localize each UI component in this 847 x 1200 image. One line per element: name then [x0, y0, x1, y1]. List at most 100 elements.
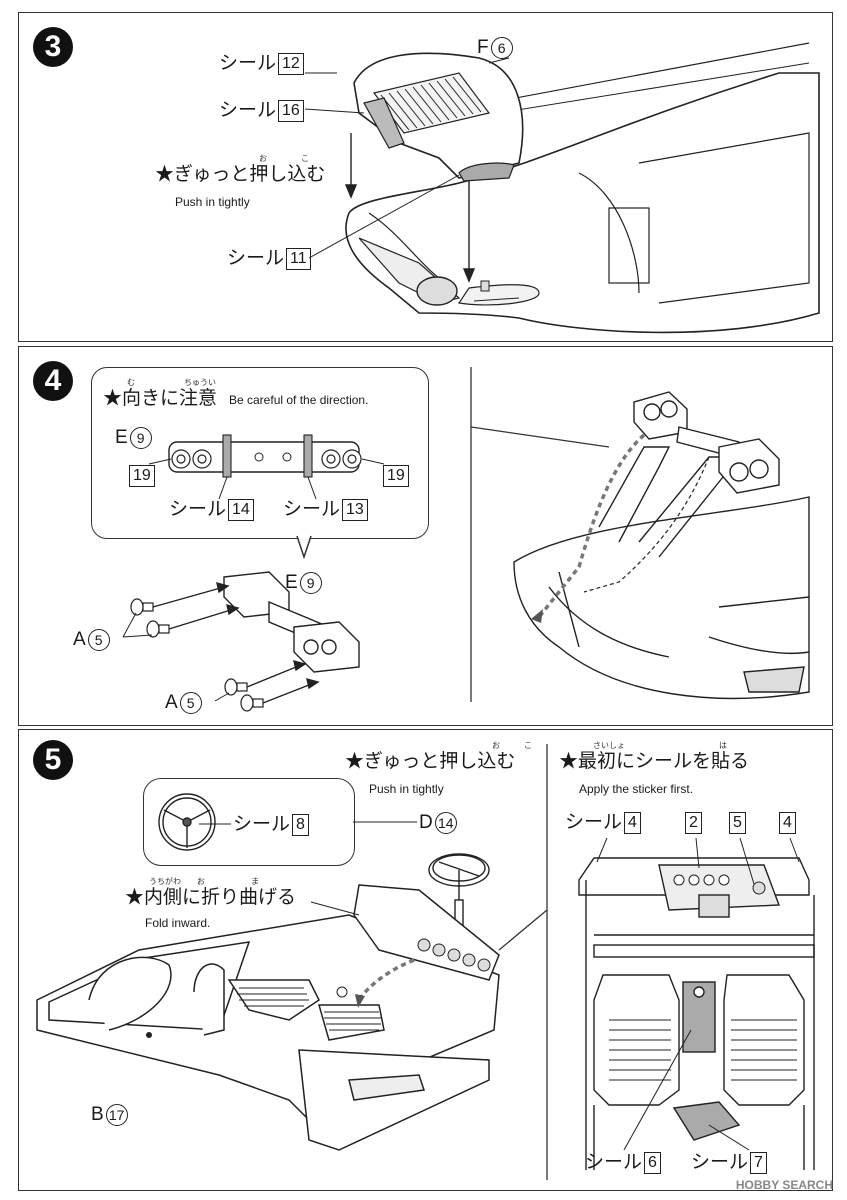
fold-inward-en: Fold inward. [145, 916, 211, 930]
step-4-panel: 4 [18, 346, 833, 726]
sticker-number-box: 19 [383, 465, 409, 487]
part-letter: E [285, 572, 298, 594]
seal-text: シール [169, 499, 227, 521]
interior-tub [36, 884, 500, 1151]
part-letter: A [165, 692, 178, 714]
push-tightly-en-5: Push in tightly [369, 782, 444, 796]
seal-number-box: 13 [342, 499, 368, 521]
sticker-number-box: 4 [779, 812, 796, 834]
seal-text: シール [565, 812, 623, 834]
car-front-body [345, 72, 820, 334]
ruby-ma: ま [251, 877, 259, 886]
bracket-assembly [223, 571, 360, 673]
seal-number-box: 7 [750, 1152, 767, 1174]
apply-sticker-en: Apply the sticker first. [579, 782, 694, 796]
part-letter: B [91, 1104, 104, 1126]
ruby-o: お [259, 154, 267, 163]
box-19-left: 19 [127, 465, 155, 487]
direction-note-en: Be careful of the direction. [229, 393, 369, 407]
headlight-left [416, 276, 458, 306]
bracket-right [633, 391, 780, 494]
seal-number-box: 12 [278, 53, 304, 75]
push-tightly-note-5: ★ぎゅっと押し込む [345, 751, 516, 772]
ruby-mu: む [127, 378, 135, 387]
sticker-11-area [458, 162, 515, 182]
box-2: 2 [683, 812, 702, 834]
seal-text: シール [227, 248, 285, 270]
steering-wheel-small [158, 793, 216, 851]
box-19-right: 19 [381, 465, 409, 487]
part-letter: A [73, 629, 86, 651]
ruby-saisho: さいしょ [593, 741, 625, 750]
seal-text: シール [233, 814, 291, 836]
seal-number-box: 8 [292, 814, 309, 836]
apply-sticker-note: ★最初にシールを貼る [559, 751, 750, 772]
part-number-circle: 17 [105, 1104, 128, 1126]
ruby-chuui: ちゅうい [184, 378, 216, 387]
step-3-panel: 3 [18, 12, 833, 342]
part-number-circle: 9 [129, 427, 152, 449]
part-number-circle: 9 [299, 572, 322, 594]
step-5-illustration [36, 744, 815, 1180]
fold-inward-note: ★内側に折り曲げる [125, 887, 297, 908]
box-5: 5 [727, 812, 746, 834]
seal-number-box: 11 [286, 248, 311, 270]
part-number-circle: 14 [434, 812, 457, 834]
part-number-circle: 6 [490, 37, 513, 59]
seal-number-box: 14 [228, 499, 254, 521]
step-5-panel: 5 [18, 729, 833, 1191]
ruby-ko-5: こ [524, 741, 532, 750]
steering-callout [143, 778, 355, 866]
ruby-o-5: お [492, 741, 500, 750]
part-letter: F [477, 37, 489, 59]
seal-text: シール [219, 53, 277, 75]
step-5-number: 5 [33, 740, 73, 780]
box-4-right: 4 [777, 812, 796, 834]
cockpit-topview [578, 857, 815, 1170]
step-3-illustration [304, 42, 820, 334]
seal-text: シール [219, 100, 277, 122]
sticker-16-area [363, 97, 405, 149]
ruby-ko: こ [301, 154, 309, 163]
screws [130, 598, 264, 712]
seal-text: シール [585, 1152, 643, 1174]
seal-number-box: 16 [278, 100, 304, 122]
step-4-illustration [122, 367, 810, 712]
ruby-ha: は [719, 741, 727, 750]
steering-wheel [428, 853, 490, 941]
part-letter: D [419, 812, 433, 834]
ruby-uchigawa: うちがわ [149, 877, 181, 886]
sticker-number-box: 5 [729, 812, 746, 834]
step-4-number: 4 [33, 361, 73, 401]
light-left [171, 449, 212, 469]
part-number-circle: 5 [179, 692, 202, 714]
dashed-arrow [537, 433, 646, 619]
light-right [321, 449, 362, 469]
direction-note: ★向きに注意 [103, 388, 218, 409]
push-tightly-en: Push in tightly [175, 195, 250, 209]
sticker-number-box: 19 [129, 465, 155, 487]
push-tightly-note: ★ぎゅっと押し込む [155, 164, 326, 185]
seal-text: シール [283, 499, 341, 521]
step-3-number: 3 [33, 27, 73, 67]
watermark: HOBBY SEARCH [735, 1178, 833, 1192]
seal-number-box: 4 [624, 812, 641, 834]
seal-number-box: 6 [644, 1152, 661, 1174]
part-number-circle: 5 [87, 629, 110, 651]
part-letter: E [115, 427, 128, 449]
